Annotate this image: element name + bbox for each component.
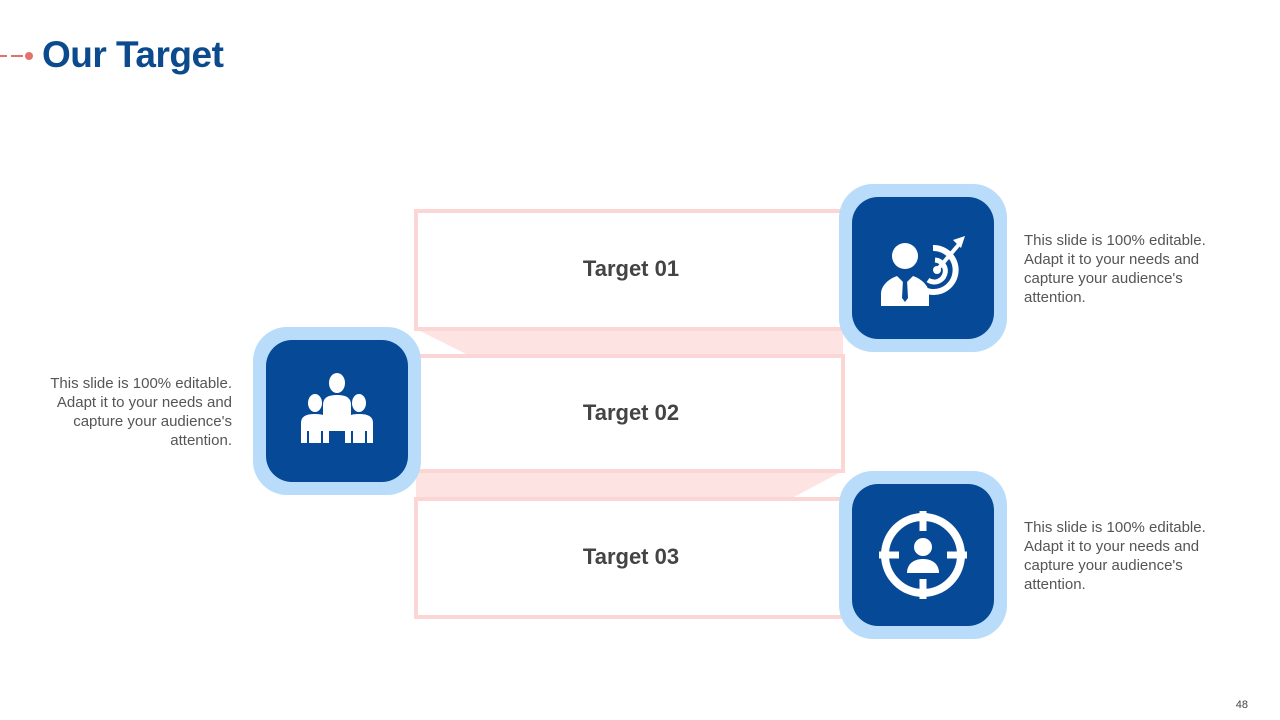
ribbon-fold-2: [416, 471, 843, 499]
target-01-description: This slide is 100% editable. Adapt it to…: [1024, 232, 1206, 306]
ribbon-fold-1: [416, 329, 843, 356]
icon-tile-target-01: [839, 184, 1007, 352]
icon-tile-inner: [852, 197, 994, 339]
page-title: Our Target: [42, 34, 224, 75]
icon-tile-target-02: [253, 327, 421, 495]
icon-tile-inner: [852, 484, 994, 626]
page-number: 48: [1235, 699, 1248, 711]
icon-tile-inner: [266, 340, 408, 482]
target-02-description: This slide is 100% editable. Adapt it to…: [50, 375, 232, 449]
title-accent-icon: [0, 52, 33, 60]
crosshair-person-icon: [879, 511, 967, 599]
target-03-description: This slide is 100% editable. Adapt it to…: [1024, 519, 1206, 593]
group-people-icon: [301, 373, 373, 443]
icon-tile-target-03: [839, 471, 1007, 639]
target-label-1: Target 01: [582, 256, 680, 281]
businessman-target-icon: [881, 236, 965, 306]
target-label-2: Target 02: [582, 400, 680, 425]
target-label-3: Target 03: [582, 544, 680, 569]
ribbon-panel-3: [414, 497, 845, 619]
ribbon-panel-2: [414, 354, 845, 473]
